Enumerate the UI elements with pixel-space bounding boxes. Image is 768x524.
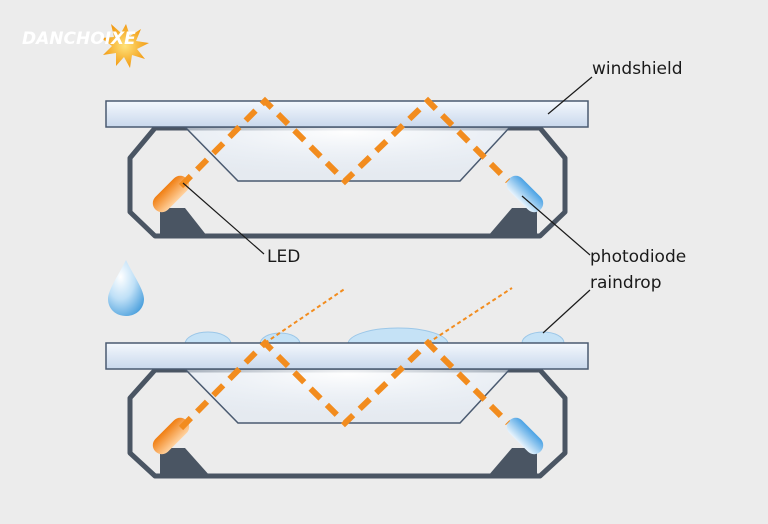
photodiode-base	[488, 208, 537, 236]
raindrop-label: raindrop	[590, 273, 662, 293]
escaping-light-ray	[427, 287, 513, 344]
sun-icon	[101, 24, 149, 68]
photodiode-base	[488, 448, 537, 476]
photodiode-sensor	[506, 417, 544, 455]
windshield-glass	[105, 342, 589, 370]
light-beam	[178, 96, 511, 189]
windshield-glass	[105, 100, 589, 128]
dry-sensor-panel	[105, 96, 589, 239]
photodiode-label: photodiode	[590, 247, 686, 267]
raindrop-icon	[108, 260, 144, 316]
sensor-housing	[127, 125, 568, 239]
led-base	[160, 448, 210, 476]
photodiode-sensor	[506, 175, 544, 213]
wet-sensor-panel	[105, 287, 589, 479]
escaping-light-ray	[264, 287, 347, 344]
windshield-leader	[547, 76, 593, 115]
windshield-label: windshield	[592, 59, 683, 79]
logo-text: DANCHOIXE	[22, 29, 136, 49]
sensor-housing	[127, 367, 568, 479]
led-label: LED	[267, 247, 300, 267]
brand-logo: DANCHOIXE	[22, 24, 149, 68]
led-leader	[182, 182, 265, 255]
raindrop-leader	[542, 289, 591, 334]
light-beam	[178, 338, 511, 431]
photodiode-leader	[521, 195, 591, 256]
led-base	[160, 208, 207, 236]
